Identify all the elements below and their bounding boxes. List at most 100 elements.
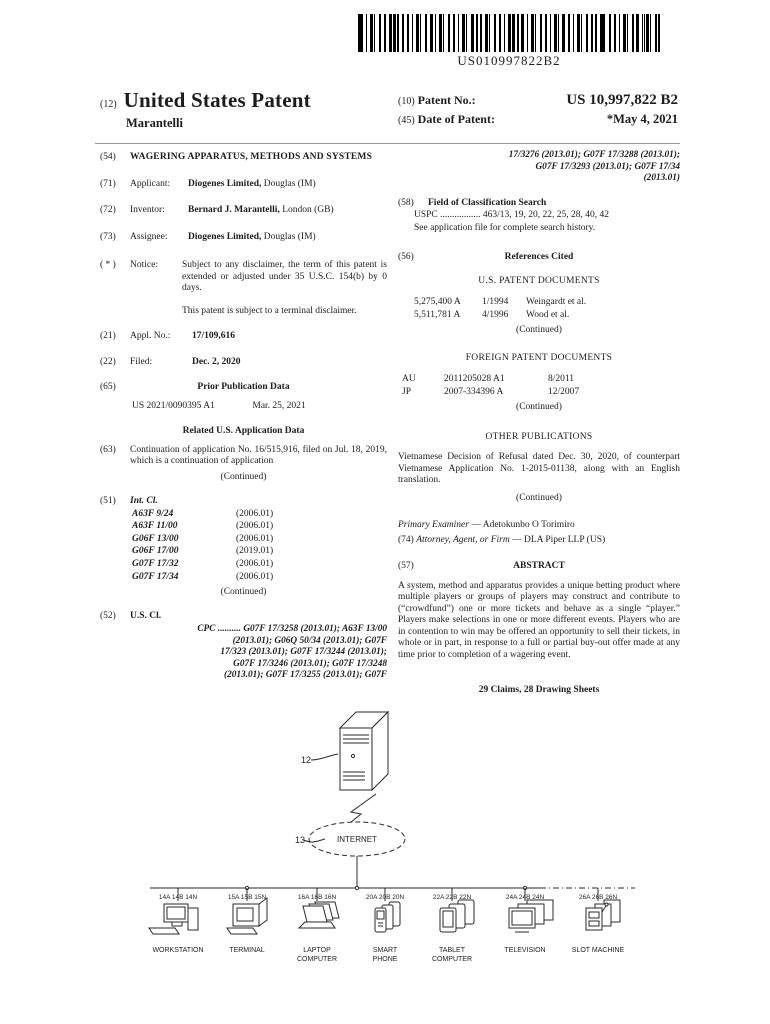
- class-code: G07F 17/34: [132, 571, 179, 582]
- field-num: (52): [100, 610, 116, 621]
- application-number: 17/109,616: [192, 331, 236, 341]
- applicant-name: Diogenes Limited,: [188, 178, 262, 189]
- patent-ref-name: Wood et al.: [526, 309, 570, 320]
- left-column: (54) WAGERING APPARATUS, METHODS AND SYS…: [100, 152, 387, 682]
- abstract-text: A system, method and apparatus provides …: [398, 580, 680, 660]
- field-num: (65): [100, 382, 116, 392]
- field-label: Assignee:: [130, 231, 168, 242]
- cloud-ref-label: 13: [295, 835, 305, 845]
- device-refs: 22A 22B 22N: [433, 894, 472, 901]
- primary-examiner-line: Primary Examiner — Adetokunbo O Torimiro: [398, 520, 680, 532]
- field-label: Appl. No.:: [130, 331, 171, 341]
- patent-date: *May 4, 2021: [606, 112, 678, 126]
- workstation-icon: [148, 903, 199, 935]
- search-history-note: See application file for complete search…: [414, 222, 596, 233]
- foreign-ref-date: 12/2007: [548, 386, 580, 397]
- class-code: A63F 11/00: [132, 521, 178, 532]
- int-cl-row: A63F 11/00 (2006.01): [100, 521, 387, 533]
- tablet-device: 22A 22B 22N TABLET COMPUTER: [432, 888, 475, 963]
- int-cl-row: A63F 9/24(2006.01): [100, 509, 387, 521]
- inventor-name: Bernard J. Marantelli,: [188, 205, 280, 215]
- continued-note: (Continued): [516, 402, 562, 412]
- cpc-line: 17/323 (2013.01); G07F 17/3244 (2013.01)…: [220, 647, 387, 658]
- patent-ref-date: 1/1994: [482, 297, 509, 307]
- workstation-device: 14A 14B 14N WORKSTATION: [148, 888, 204, 954]
- field-num: (58): [398, 197, 414, 208]
- cpc-line: (2013.01); G06Q 50/34 (2013.01); G07F: [232, 635, 387, 646]
- laptop-device: 16A 16B 16N LAPTOP COMPUTER: [297, 888, 340, 963]
- cpc-line: G07F 17/3246 (2013.01); G07F 17/3248: [233, 658, 387, 669]
- page-title: United States Patent: [123, 88, 311, 112]
- other-publications-heading: OTHER PUBLICATIONS: [485, 431, 593, 442]
- examiner-name: — Adetokunbo O Torimiro: [471, 520, 575, 530]
- class-date: (2006.01): [236, 508, 274, 519]
- us-cl-heading: U.S. Cl.: [130, 610, 162, 621]
- field-54-title: (54) WAGERING APPARATUS, METHODS AND SYS…: [100, 152, 387, 164]
- field-57-abstract: (57) ABSTRACT: [398, 561, 680, 573]
- cpc-line: (2013.01): [643, 173, 680, 183]
- applicant-location: Douglas (IM): [263, 178, 316, 189]
- kind-code-10: (10): [398, 96, 415, 107]
- smart-phone-icon: [374, 901, 401, 933]
- int-cl-row: G07F 17/32 (2006.01): [100, 559, 387, 571]
- foreign-patent-documents-heading: FOREIGN PATENT DOCUMENTS: [465, 352, 613, 363]
- field-label: Filed:: [130, 356, 153, 367]
- patent-date-label-text: Date of Patent:: [417, 112, 495, 126]
- int-cl-row: G06F 13/00(2006.01): [100, 534, 387, 546]
- attorney-label: Attorney, Agent, or Firm: [416, 534, 510, 545]
- examiner-label: Primary Examiner: [398, 520, 469, 530]
- continued-note: (Continued): [220, 471, 267, 482]
- device-refs: 16A 16B 16N: [298, 894, 337, 901]
- device-refs: 20A 20B 20N: [366, 894, 405, 901]
- device-caption: SLOT MACHINE: [572, 947, 625, 954]
- field-search-heading: Field of Classification Search: [428, 197, 547, 208]
- cpc-continuation-block: 17/3276 (2013.01); G07F 17/3288 (2013.01…: [398, 150, 680, 185]
- continued-note: (Continued): [516, 325, 562, 335]
- header-divider: [95, 143, 680, 144]
- class-date: (2006.01): [236, 558, 274, 569]
- foreign-ref-country: JP: [402, 386, 411, 397]
- device-caption: TABLET: [439, 947, 466, 954]
- class-date: (2019.01): [236, 546, 274, 557]
- foreign-ref-country: AU: [402, 374, 416, 384]
- field-num: (73): [100, 231, 116, 242]
- class-code: G06F 17/00: [132, 546, 179, 557]
- references-cited-heading: References Cited: [504, 252, 574, 262]
- field-22-filed: (22) Filed: Dec. 2, 2020: [100, 357, 387, 369]
- field-label: Inventor:: [130, 205, 165, 215]
- device-caption: COMPUTER: [432, 956, 472, 963]
- claims-line: 29 Claims, 28 Drawing Sheets: [478, 685, 600, 695]
- field-num: (51): [100, 496, 116, 506]
- foreign-patent-row: JP 2007-334396 A 12/2007: [398, 387, 680, 399]
- prior-publication-line: US 2021/0090395 A1 Mar. 25, 2021: [100, 401, 387, 413]
- int-cl-row: G07F 17/34(2006.01): [100, 572, 387, 584]
- field-label: Notice:: [130, 260, 158, 270]
- inventor-surname: Marantelli: [126, 116, 183, 130]
- patent-no-label: (10) Patent No.:: [398, 93, 476, 108]
- field-51-int-cl: (51) Int. Cl.: [100, 496, 387, 508]
- field-73-assignee: (73) Assignee: Diogenes Limited, Douglas…: [100, 232, 387, 244]
- field-label: Applicant:: [130, 178, 171, 189]
- field-72-inventor: (72) Inventor: Bernard J. Marantelli, Lo…: [100, 205, 387, 217]
- notice-paragraph-1: Subject to any disclaimer, the term of t…: [182, 260, 387, 293]
- terminal-device: 15A 15B 15N TERMINAL: [226, 888, 268, 954]
- int-cl-heading: Int. Cl.: [130, 496, 158, 506]
- prior-publication-heading: Prior Publication Data: [197, 382, 290, 392]
- class-date: (2006.01): [236, 521, 274, 532]
- server-ref-label: 12: [301, 755, 311, 765]
- header-left: (12) United States Patent Marantelli: [100, 88, 390, 131]
- bus-junction: [354, 885, 360, 891]
- foreign-ref-number: 2011205028 A1: [444, 374, 505, 384]
- continued-note: (Continued): [516, 492, 562, 503]
- attorney-name: — DLA Piper LLP (US): [512, 534, 606, 545]
- int-cl-row: G06F 17/00 (2019.01): [100, 546, 387, 558]
- notice-paragraph-2: This patent is subject to a terminal dis…: [182, 305, 357, 316]
- cpc-line: G07F 17/3293 (2013.01); G07F 17/34: [535, 161, 680, 172]
- class-code: G06F 13/00: [132, 533, 179, 544]
- cpc-line: (2013.01); G07F 17/3255 (2013.01); G07F: [223, 670, 387, 681]
- class-code: G07F 17/32: [132, 558, 179, 569]
- television-device: 24A 24B 24N TELEVISION: [504, 888, 554, 954]
- field-71-applicant: (71) Applicant: Diogenes Limited, Dougla…: [100, 179, 387, 191]
- device-caption: TELEVISION: [504, 947, 545, 954]
- device-caption: WORKSTATION: [152, 947, 203, 954]
